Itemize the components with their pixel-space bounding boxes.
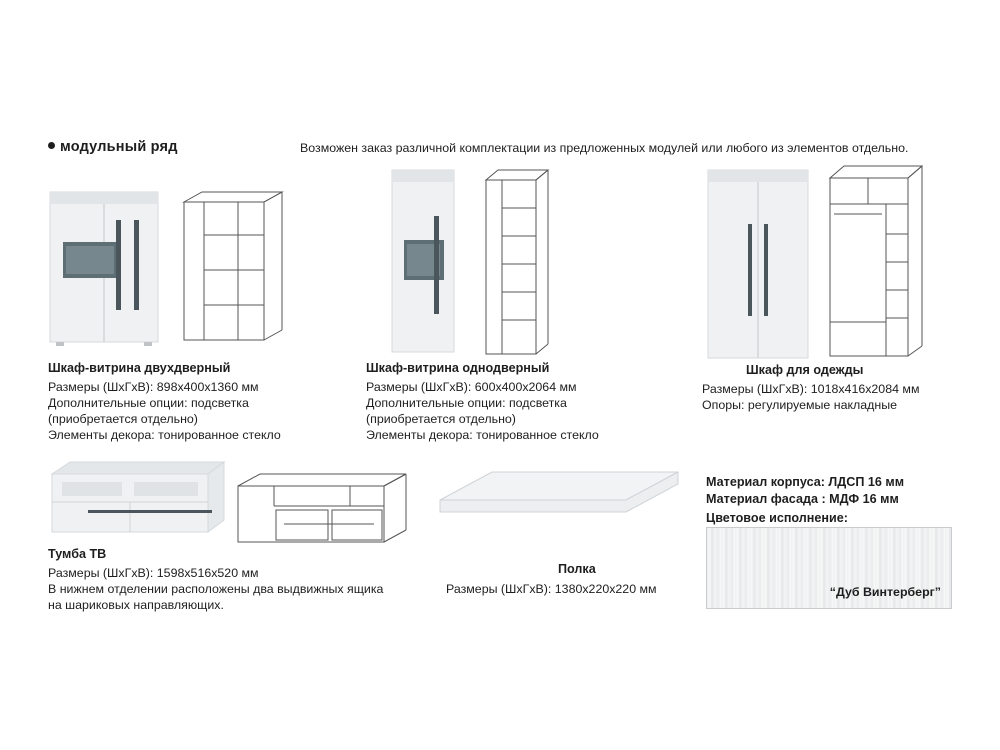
item-line: В нижнем отделении расположены два выдви… — [48, 582, 384, 596]
color-title: Цветовое исполнение: — [706, 511, 848, 525]
item-wardrobe-title-wrap: Шкаф для одежды — [746, 362, 863, 381]
item-title: Полка — [558, 562, 596, 576]
item-shelf: Размеры (ШхГхВ): 1380х220х220 мм — [446, 581, 657, 597]
item-line: Размеры (ШхГхВ): 898х400х1360 мм — [48, 380, 259, 394]
item-display-cabinet-1door: Шкаф-витрина однодверный Размеры (ШхГхВ)… — [366, 360, 599, 443]
bullet-icon — [48, 142, 55, 149]
display-cabinet-1door-photo — [391, 169, 455, 353]
item-line: Дополнительные опции: подсветка — [366, 396, 567, 410]
wardrobe-photo — [707, 169, 809, 359]
item-line: (приобретается отдельно) — [366, 412, 516, 426]
section-title-text: модульный ряд — [60, 139, 178, 155]
item-wardrobe: Размеры (ШхГхВ): 1018х416х2084 мм Опоры:… — [702, 381, 919, 413]
material-facade: Материал фасада : МДФ 16 мм — [706, 492, 899, 506]
item-line: Дополнительные опции: подсветка — [48, 396, 249, 410]
item-line: Размеры (ШхГхВ): 1018х416х2084 мм — [702, 382, 920, 396]
wardrobe-drawing — [828, 165, 924, 357]
display-cabinet-2door-photo — [49, 191, 159, 346]
item-line: Элементы декора: тонированное стекло — [366, 428, 599, 442]
color-swatch-oak-winterberg: “Дуб Винтерберг” — [706, 527, 952, 609]
item-title: Шкаф-витрина двухдверный — [48, 361, 231, 375]
item-display-cabinet-2door: Шкаф-витрина двухдверный Размеры (ШхГхВ)… — [48, 360, 281, 443]
item-title: Шкаф для одежды — [746, 363, 864, 377]
item-line: Размеры (ШхГхВ): 600х400х2064 мм — [366, 380, 577, 394]
item-tv-stand: Тумба ТВ Размеры (ШхГхВ): 1598х516х520 м… — [48, 546, 383, 613]
item-line: Опоры: регулируемые накладные — [702, 398, 898, 412]
item-line: (приобретается отдельно) — [48, 412, 198, 426]
materials: Материал корпуса: ЛДСП 16 мм Материал фа… — [706, 474, 904, 508]
item-title: Тумба ТВ — [48, 547, 107, 561]
item-line: Размеры (ШхГхВ): 1380х220х220 мм — [446, 582, 657, 596]
item-shelf-title-wrap: Полка — [558, 561, 596, 580]
material-body: Материал корпуса: ЛДСП 16 мм — [706, 475, 905, 489]
item-title: Шкаф-витрина однодверный — [366, 361, 550, 375]
shelf-photo — [439, 471, 679, 513]
display-cabinet-1door-drawing — [484, 169, 550, 355]
item-line: на шариковых направляющих. — [48, 598, 224, 612]
color-name: “Дуб Винтерберг” — [829, 585, 941, 599]
display-cabinet-2door-drawing — [182, 191, 284, 341]
tv-stand-photo — [50, 461, 226, 533]
section-title: модульный ряд — [48, 139, 178, 155]
item-line: Элементы декора: тонированное стекло — [48, 428, 281, 442]
order-note: Возможен заказ различной комплектации из… — [300, 141, 909, 155]
item-line: Размеры (ШхГхВ): 1598х516х520 мм — [48, 566, 259, 580]
tv-stand-drawing — [237, 473, 407, 543]
